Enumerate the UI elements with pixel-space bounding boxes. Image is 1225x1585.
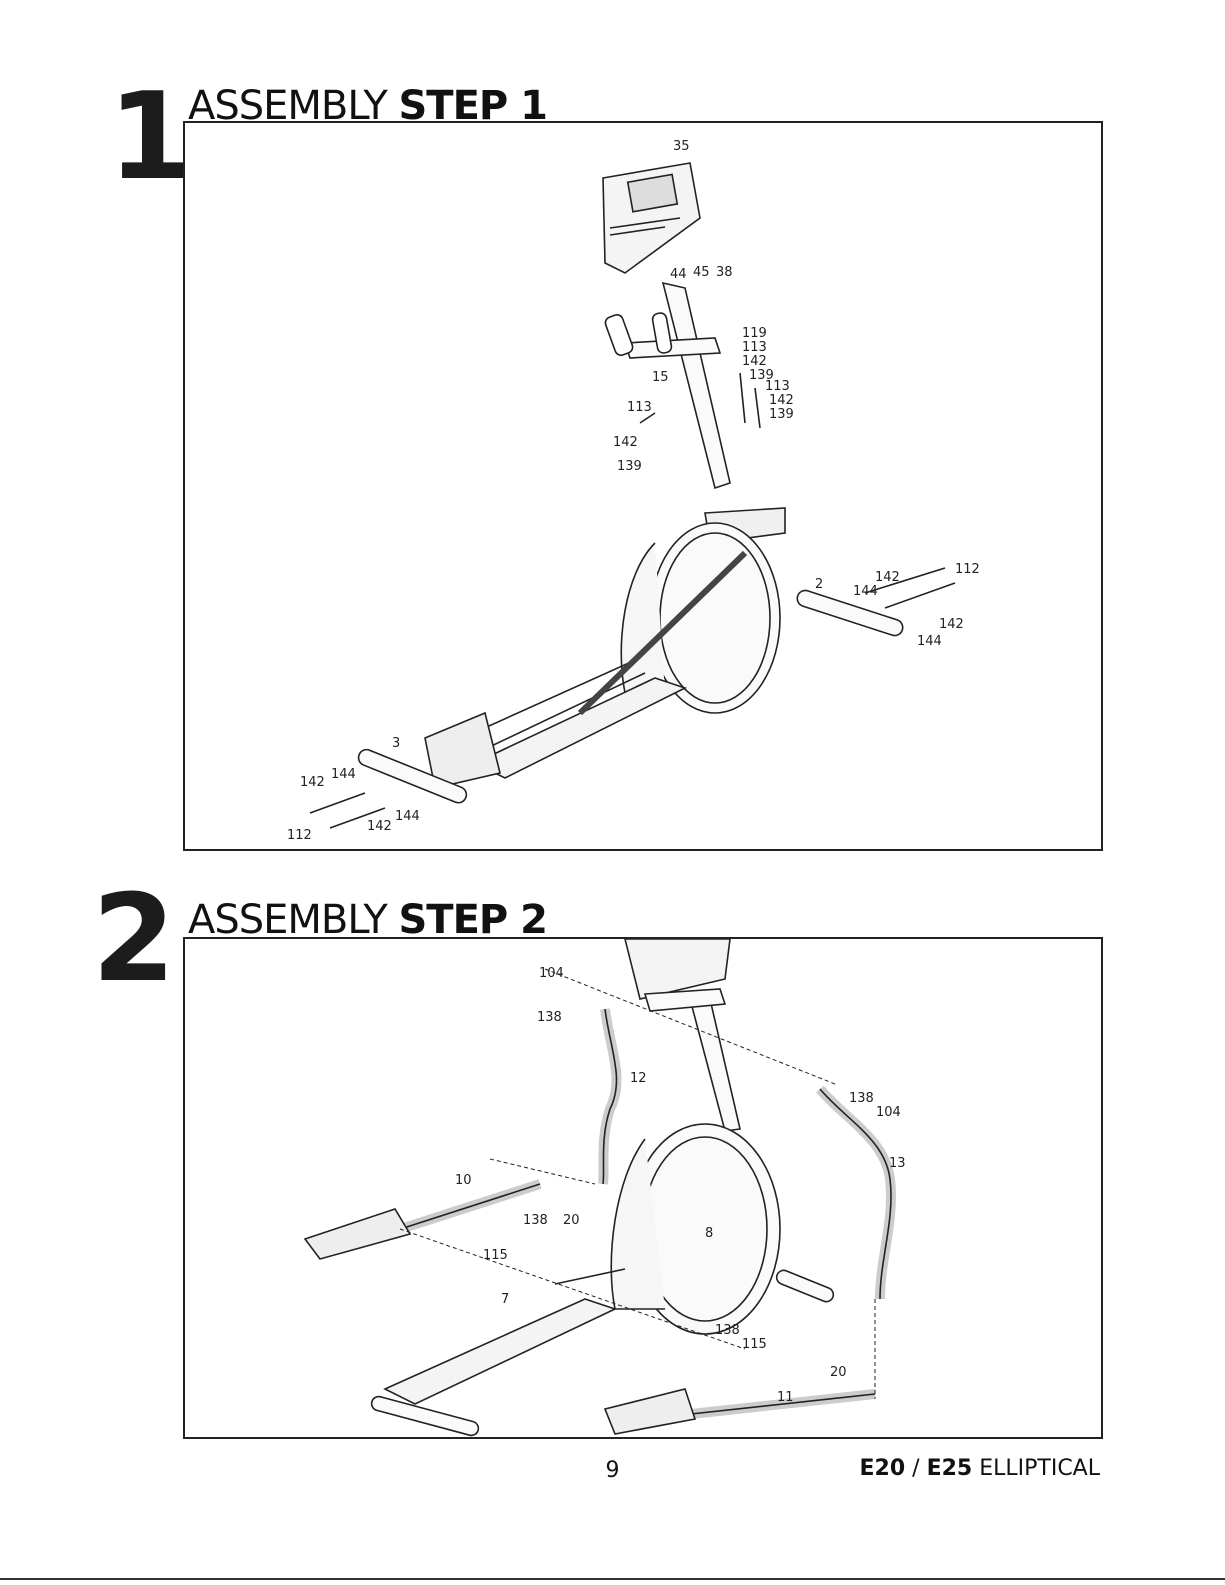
- step-2-number: 2: [92, 880, 176, 1000]
- callout-113c: 113: [627, 400, 652, 415]
- callout-142b: 142: [769, 393, 794, 408]
- callout-104b: 104: [876, 1105, 901, 1120]
- callout-10: 10: [455, 1173, 472, 1188]
- callout-142f: 142: [300, 775, 325, 790]
- callout-119: 119: [742, 326, 767, 341]
- callout-2: 2: [815, 577, 823, 592]
- callout-113: 113: [742, 340, 767, 355]
- callout-142g: 142: [367, 819, 392, 834]
- callout-45: 45: [693, 265, 710, 280]
- callout-20b: 20: [830, 1365, 847, 1380]
- callout-115b: 115: [742, 1337, 767, 1352]
- callout-12: 12: [630, 1071, 647, 1086]
- callout-112b: 112: [287, 828, 312, 843]
- callout-142d: 142: [875, 570, 900, 585]
- callout-144d: 144: [395, 809, 420, 824]
- callout-44: 44: [670, 267, 687, 282]
- callout-112: 112: [955, 562, 980, 577]
- callout-138c: 138: [523, 1213, 548, 1228]
- callout-138: 138: [537, 1010, 562, 1025]
- callout-3: 3: [392, 736, 400, 751]
- bottom-rule: [0, 1578, 1225, 1580]
- callout-144b: 144: [917, 634, 942, 649]
- model-suffix: ELLIPTICAL: [972, 1456, 1100, 1481]
- callout-7: 7: [501, 1292, 509, 1307]
- step-1-number: 1: [108, 78, 192, 198]
- callout-35: 35: [673, 139, 690, 154]
- step-2-diagram: 104 138 12 138 104 13 10 138 20 115 8 7 …: [183, 937, 1103, 1439]
- model-e25: E25: [927, 1456, 973, 1481]
- callout-15: 15: [652, 370, 669, 385]
- callout-13: 13: [889, 1156, 906, 1171]
- callout-139b: 139: [769, 407, 794, 422]
- model-name: E20 / E25 ELLIPTICAL: [860, 1456, 1100, 1481]
- callout-142e: 142: [939, 617, 964, 632]
- model-e20: E20: [860, 1456, 906, 1481]
- step-1-illustration: 35 44 45 38 119 113 142 139 113 142 139 …: [185, 123, 1101, 849]
- callout-115: 115: [483, 1248, 508, 1263]
- callout-144: 144: [853, 584, 878, 599]
- callout-11: 11: [777, 1390, 794, 1405]
- callout-144c: 144: [331, 767, 356, 782]
- callout-8: 8: [705, 1226, 713, 1241]
- callout-20: 20: [563, 1213, 580, 1228]
- callout-104: 104: [539, 966, 564, 981]
- callout-138d: 138: [715, 1323, 740, 1338]
- model-separator: /: [905, 1456, 926, 1481]
- step-2-illustration: 104 138 12 138 104 13 10 138 20 115 8 7 …: [185, 939, 1101, 1437]
- callout-139c: 139: [617, 459, 642, 474]
- step-1-title: ASSEMBLY STEP 1: [188, 86, 547, 126]
- callout-113b: 113: [765, 379, 790, 394]
- callout-142c: 142: [613, 435, 638, 450]
- step-2-title: ASSEMBLY STEP 2: [188, 900, 547, 940]
- callout-38: 38: [716, 265, 733, 280]
- callout-142: 142: [742, 354, 767, 369]
- callout-138b: 138: [849, 1091, 874, 1106]
- step-1-diagram: 35 44 45 38 119 113 142 139 113 142 139 …: [183, 121, 1103, 851]
